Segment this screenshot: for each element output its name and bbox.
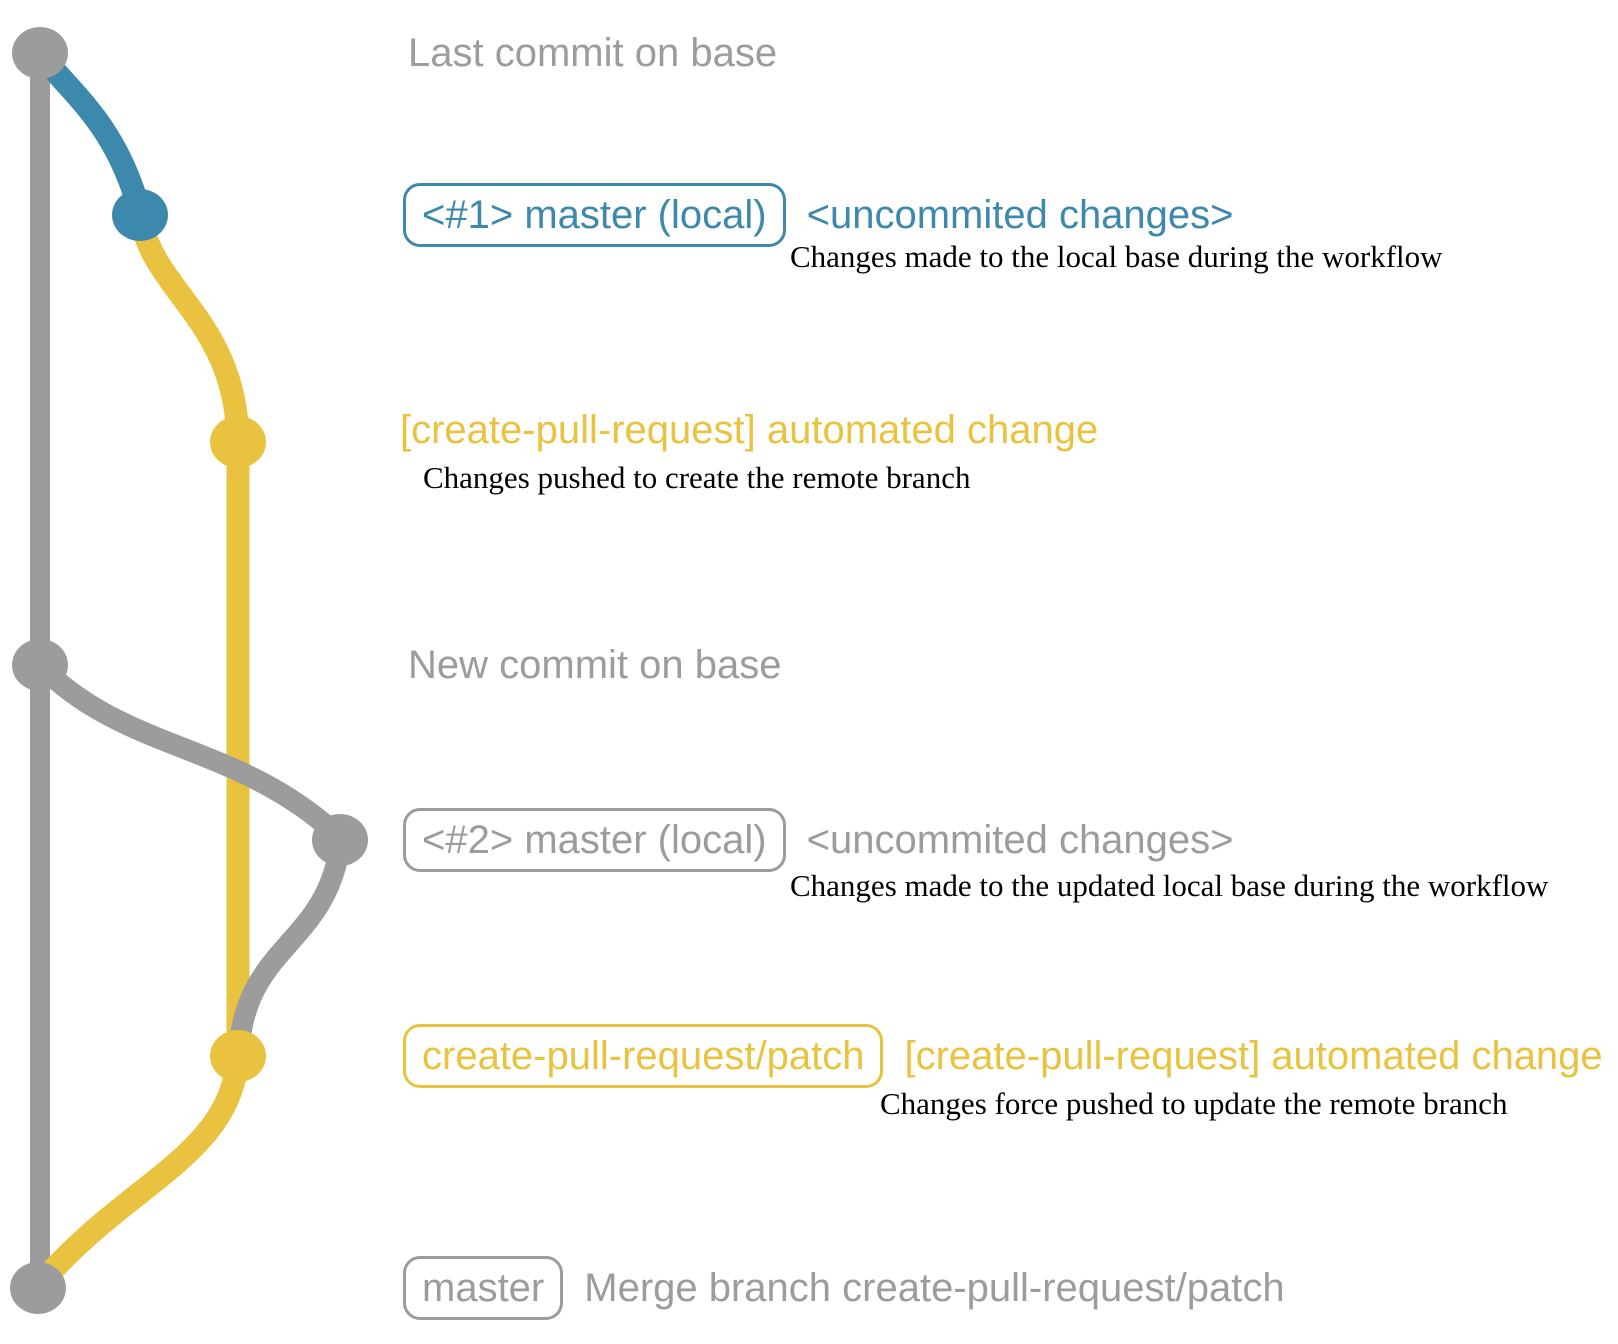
- commit-dot-new-base: [12, 639, 68, 691]
- commit-dot-merge: [10, 1262, 66, 1314]
- local-changes-branch-curve: [28, 41, 152, 224]
- last-commit-text: Last commit on base: [408, 31, 778, 75]
- desc-push1: Changes pushed to create the remote bran…: [423, 460, 971, 495]
- label-new-commit-on-base: New commit on base: [408, 642, 781, 688]
- row-merge: master Merge branch create-pull-request/…: [403, 1256, 1285, 1320]
- commit-dot-patch-1: [210, 416, 266, 468]
- commit-dot-last-base: [12, 27, 68, 79]
- note-uncommited-changes-1: <uncommited changes>: [806, 193, 1234, 237]
- row-push2: create-pull-request/patch [create-pull-r…: [403, 1024, 1603, 1088]
- note-automated-change-2: [create-pull-request] automated change: [904, 1034, 1603, 1078]
- commit-dot-local-2: [312, 814, 368, 866]
- commit-dot-local-1: [112, 189, 168, 241]
- tag-create-pull-request-patch: create-pull-request/patch: [403, 1024, 884, 1088]
- note-merge-branch: Merge branch create-pull-request/patch: [584, 1266, 1285, 1310]
- row-iteration1: <#1> master (local) <uncommited changes>: [403, 183, 1234, 247]
- label-last-commit-on-base: Last commit on base: [408, 30, 777, 76]
- tag-master-local-1: <#1> master (local): [403, 183, 786, 247]
- commit-dot-patch-2: [210, 1030, 266, 1082]
- new-commit-text: New commit on base: [408, 643, 782, 687]
- note-uncommited-changes-2: <uncommited changes>: [806, 818, 1234, 862]
- local-to-patch-curve: [228, 834, 351, 1061]
- tag-master-local-2: <#2> master (local): [403, 808, 786, 872]
- row-iteration2: <#2> master (local) <uncommited changes>: [403, 808, 1234, 872]
- note-automated-change-1: [create-pull-request] automated change: [400, 408, 1099, 452]
- desc-iteration1: Changes made to the local base during th…: [790, 239, 1443, 274]
- desc-push2: Changes force pushed to update the remot…: [880, 1086, 1508, 1121]
- row-push1: [create-pull-request] automated change: [400, 407, 1098, 453]
- desc-iteration2: Changes made to the updated local base d…: [790, 868, 1549, 903]
- tag-master: master: [403, 1256, 564, 1320]
- base-update-curve: [29, 654, 347, 845]
